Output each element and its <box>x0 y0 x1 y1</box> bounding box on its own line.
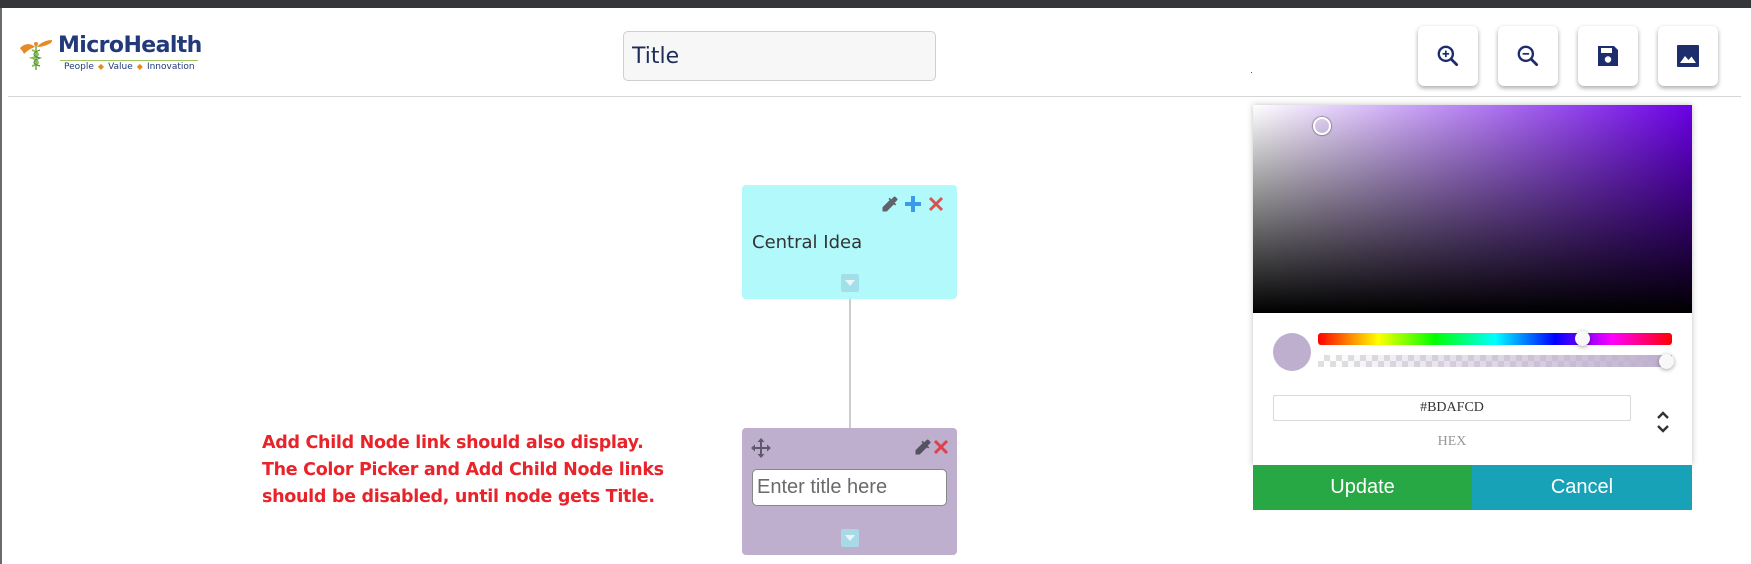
zoom-in-icon <box>1437 45 1459 67</box>
save-button[interactable] <box>1578 26 1638 86</box>
save-icon <box>1598 46 1618 66</box>
hue-slider[interactable] <box>1318 331 1672 346</box>
child-node-title-input[interactable] <box>752 469 947 506</box>
window-edge <box>0 8 2 564</box>
chevron-up-down-icon <box>1657 411 1669 433</box>
move-arrows-icon <box>751 438 771 458</box>
logo-tagline: People◆Value◆Innovation <box>64 62 195 72</box>
collapse-toggle-button[interactable] <box>841 274 859 292</box>
collapse-toggle-button[interactable] <box>841 529 859 547</box>
update-color-button[interactable]: Update <box>1253 465 1472 510</box>
export-image-button[interactable] <box>1658 26 1718 86</box>
stray-pixel <box>1251 72 1252 73</box>
node-connector-line <box>849 299 851 428</box>
format-toggle-button[interactable] <box>1653 408 1673 438</box>
delete-node-button[interactable] <box>932 438 950 456</box>
annotation-line: should be disabled, until node gets Titl… <box>262 487 655 507</box>
hue-slider-thumb[interactable] <box>1575 331 1590 346</box>
add-child-node-button[interactable] <box>902 193 924 215</box>
image-icon <box>1677 45 1699 67</box>
browser-top-bar <box>0 0 1751 8</box>
microhealth-logo: MicroHealth People◆Value◆Innovation <box>18 32 208 76</box>
color-picker-button[interactable] <box>912 436 934 458</box>
review-annotation: Add Child Node link should also display.… <box>262 430 664 511</box>
delete-node-button[interactable] <box>926 194 946 214</box>
alpha-slider[interactable] <box>1318 354 1674 369</box>
map-title-input[interactable] <box>623 31 936 81</box>
hex-input[interactable] <box>1273 395 1631 421</box>
logo-underline <box>60 60 198 61</box>
saturation-area[interactable] <box>1253 105 1692 313</box>
color-picker-panel: HEX <box>1253 105 1692 465</box>
saturation-handle[interactable] <box>1313 117 1331 135</box>
header-divider <box>8 96 1741 97</box>
tagline-innovation: Innovation <box>146 62 195 72</box>
diamond-icon: ◆ <box>136 62 143 71</box>
central-node-title[interactable]: Central Idea <box>752 232 863 253</box>
zoom-in-button[interactable] <box>1418 26 1478 86</box>
cancel-color-button[interactable]: Cancel <box>1472 465 1692 510</box>
diamond-icon: ◆ <box>97 62 105 71</box>
color-preview-swatch <box>1273 333 1311 371</box>
close-icon <box>928 196 944 212</box>
annotation-line: The Color Picker and Add Child Node link… <box>262 460 664 480</box>
close-icon <box>933 439 949 455</box>
plus-icon <box>905 196 921 212</box>
hex-mode-label: HEX <box>1437 434 1467 449</box>
logo-wordmark: MicroHealth <box>58 33 202 58</box>
zoom-out-icon <box>1517 45 1539 67</box>
caduceus-logo-icon <box>20 40 52 70</box>
alpha-slider-thumb[interactable] <box>1659 354 1674 369</box>
eyedropper-icon <box>915 439 931 455</box>
tagline-value: Value <box>108 62 133 72</box>
annotation-line: Add Child Node link should also display. <box>262 433 644 453</box>
central-node[interactable]: Central Idea <box>742 185 957 299</box>
tagline-people: People <box>64 62 94 72</box>
eyedropper-icon <box>882 196 898 212</box>
color-picker-button[interactable] <box>879 193 901 215</box>
zoom-out-button[interactable] <box>1498 26 1558 86</box>
child-node[interactable] <box>742 428 957 555</box>
move-node-handle[interactable] <box>750 437 772 459</box>
